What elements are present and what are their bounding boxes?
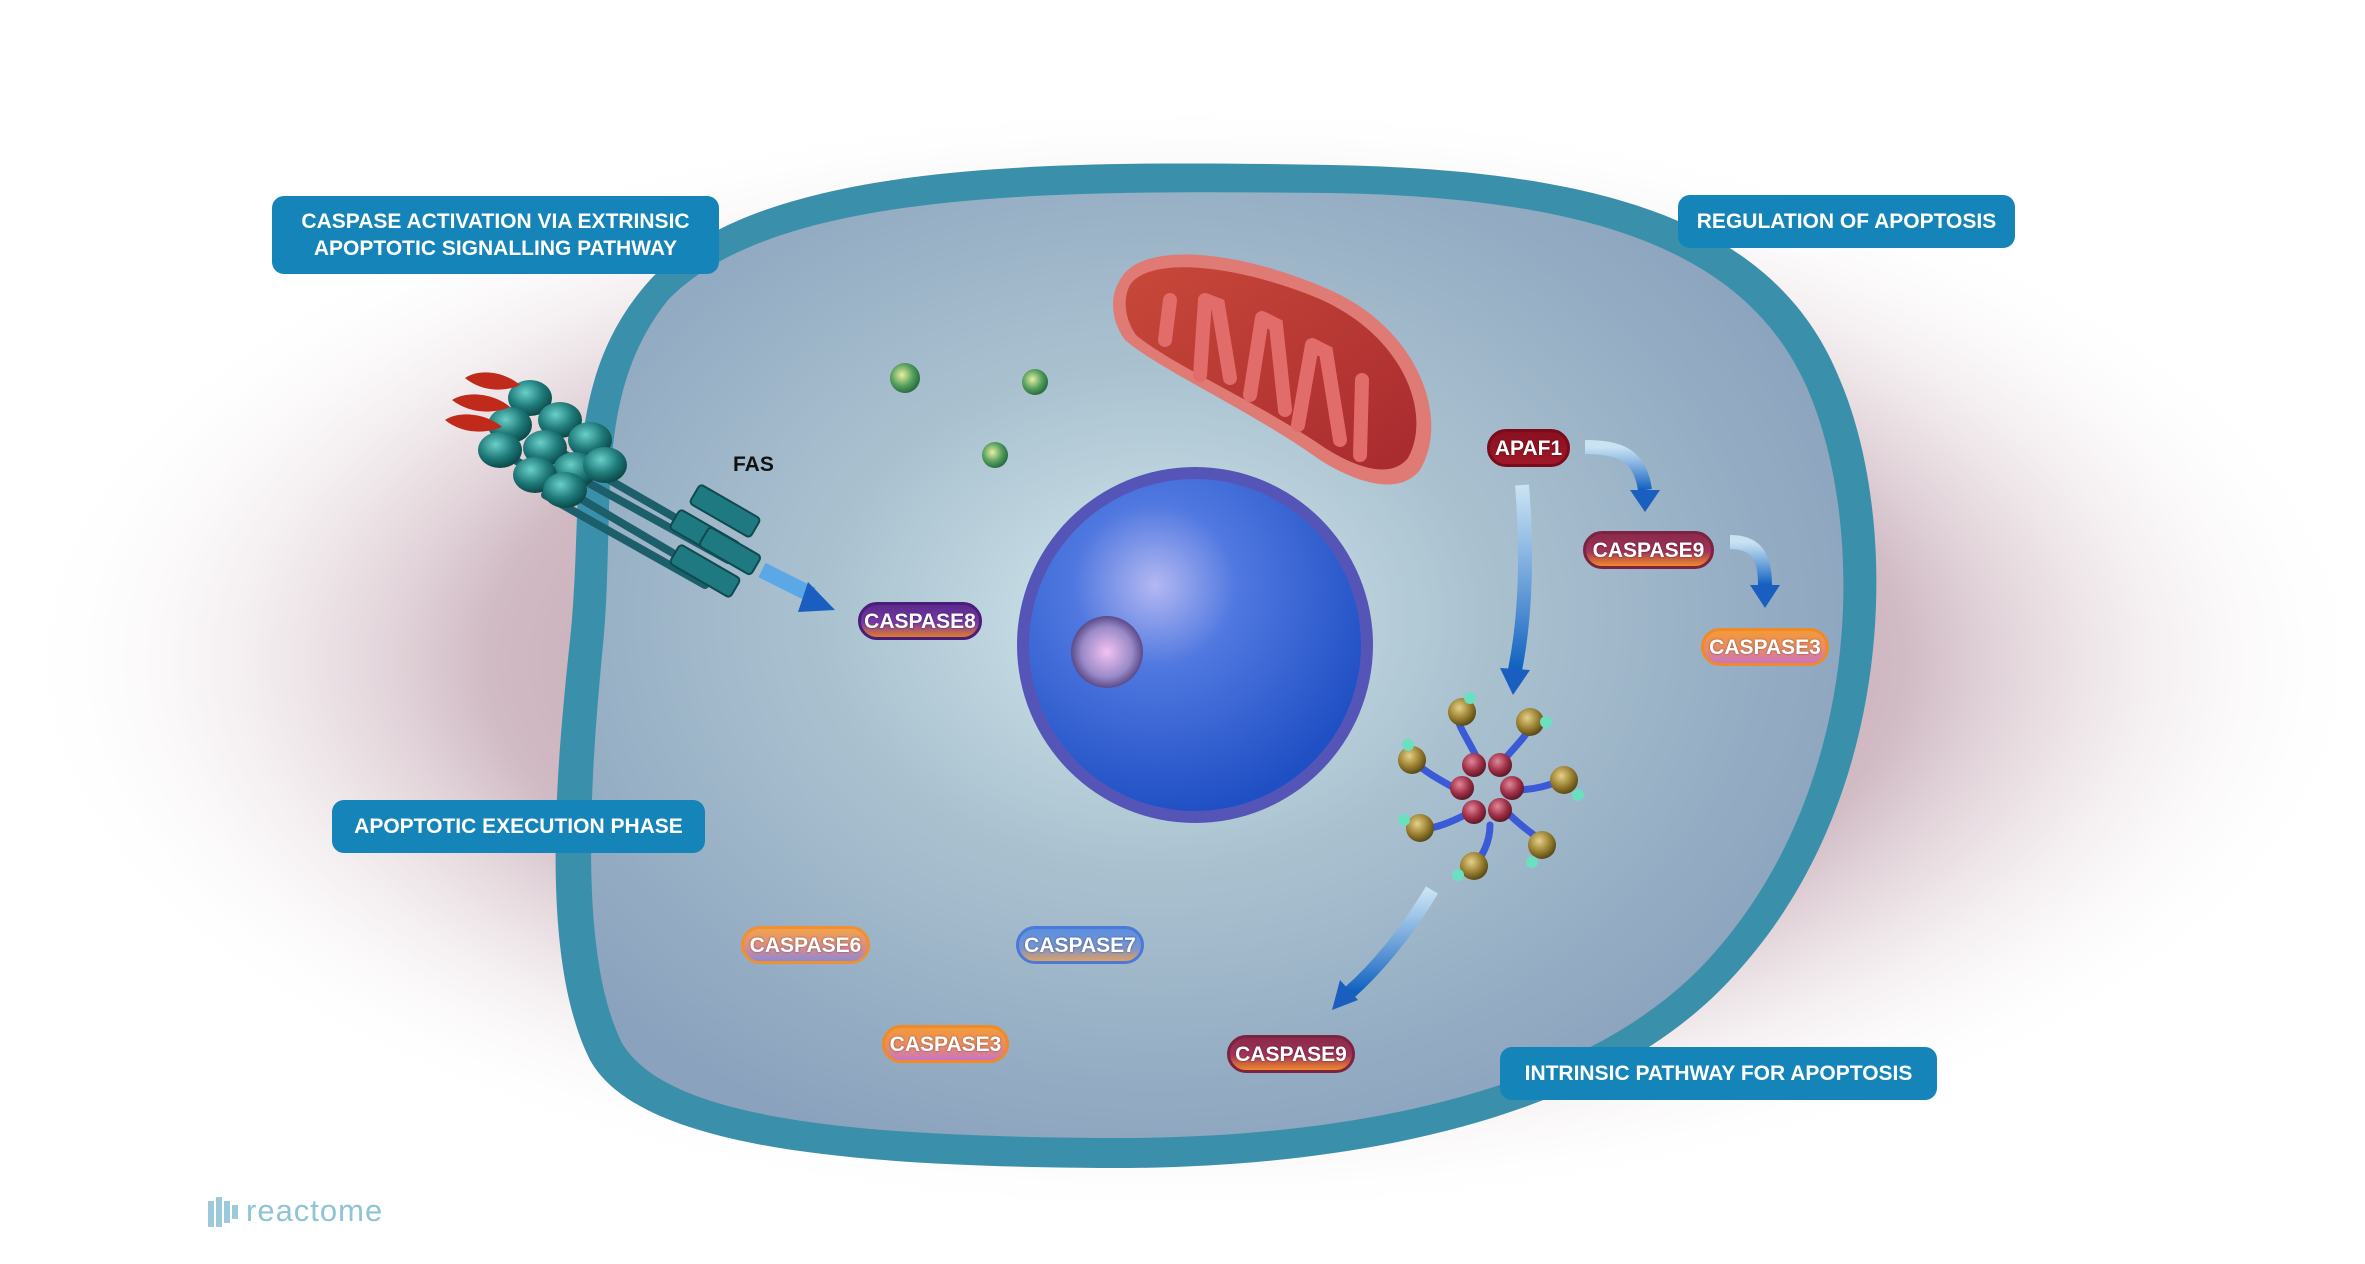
fas-receptor-icon bbox=[445, 372, 762, 598]
pathway-label-execution[interactable]: APOPTOTIC EXECUTION PHASE bbox=[332, 800, 705, 853]
vesicle bbox=[890, 363, 920, 393]
caspase3-node-right[interactable]: CASPASE3 bbox=[1701, 628, 1829, 666]
arrow-apaf1-to-caspase9 bbox=[1584, 440, 1660, 512]
apaf1-node[interactable]: APAF1 bbox=[1487, 429, 1570, 467]
pathway-label-intrinsic[interactable]: INTRINSIC PATHWAY FOR APOPTOSIS bbox=[1500, 1047, 1937, 1100]
nucleus bbox=[1017, 467, 1373, 823]
pathway-label-regulation[interactable]: REGULATION OF APOPTOSIS bbox=[1678, 195, 2015, 248]
mitochondrion bbox=[1113, 254, 1432, 485]
caspase9-node-lower[interactable]: CASPASE9 bbox=[1227, 1035, 1355, 1073]
fas-label: FAS bbox=[733, 453, 774, 476]
nucleolus bbox=[1071, 616, 1143, 688]
arrow-caspase9-to-caspase3 bbox=[1729, 535, 1780, 608]
reactome-logo-text: reactome bbox=[246, 1193, 384, 1228]
caspase3-node-lower[interactable]: CASPASE3 bbox=[882, 1025, 1009, 1063]
caspase8-node[interactable]: CASPASE8 bbox=[858, 602, 982, 640]
vesicle bbox=[982, 442, 1008, 468]
vesicle bbox=[1022, 369, 1048, 395]
caspase6-node[interactable]: CASPASE6 bbox=[741, 926, 870, 964]
pathway-label-extrinsic[interactable]: CASPASE ACTIVATION VIA EXTRINSIC APOPTOT… bbox=[272, 196, 719, 274]
arrow-apaf1-to-apoptosome bbox=[1500, 484, 1533, 695]
caspase7-node[interactable]: CASPASE7 bbox=[1016, 926, 1144, 964]
arrow-fas-to-caspase8 bbox=[758, 562, 835, 612]
caspase9-node-upper[interactable]: CASPASE9 bbox=[1583, 531, 1714, 569]
arrow-apoptosome-to-caspase9 bbox=[1332, 886, 1439, 1010]
apoptosome-icon bbox=[1398, 692, 1584, 881]
reactome-logo-icon bbox=[208, 1197, 238, 1227]
